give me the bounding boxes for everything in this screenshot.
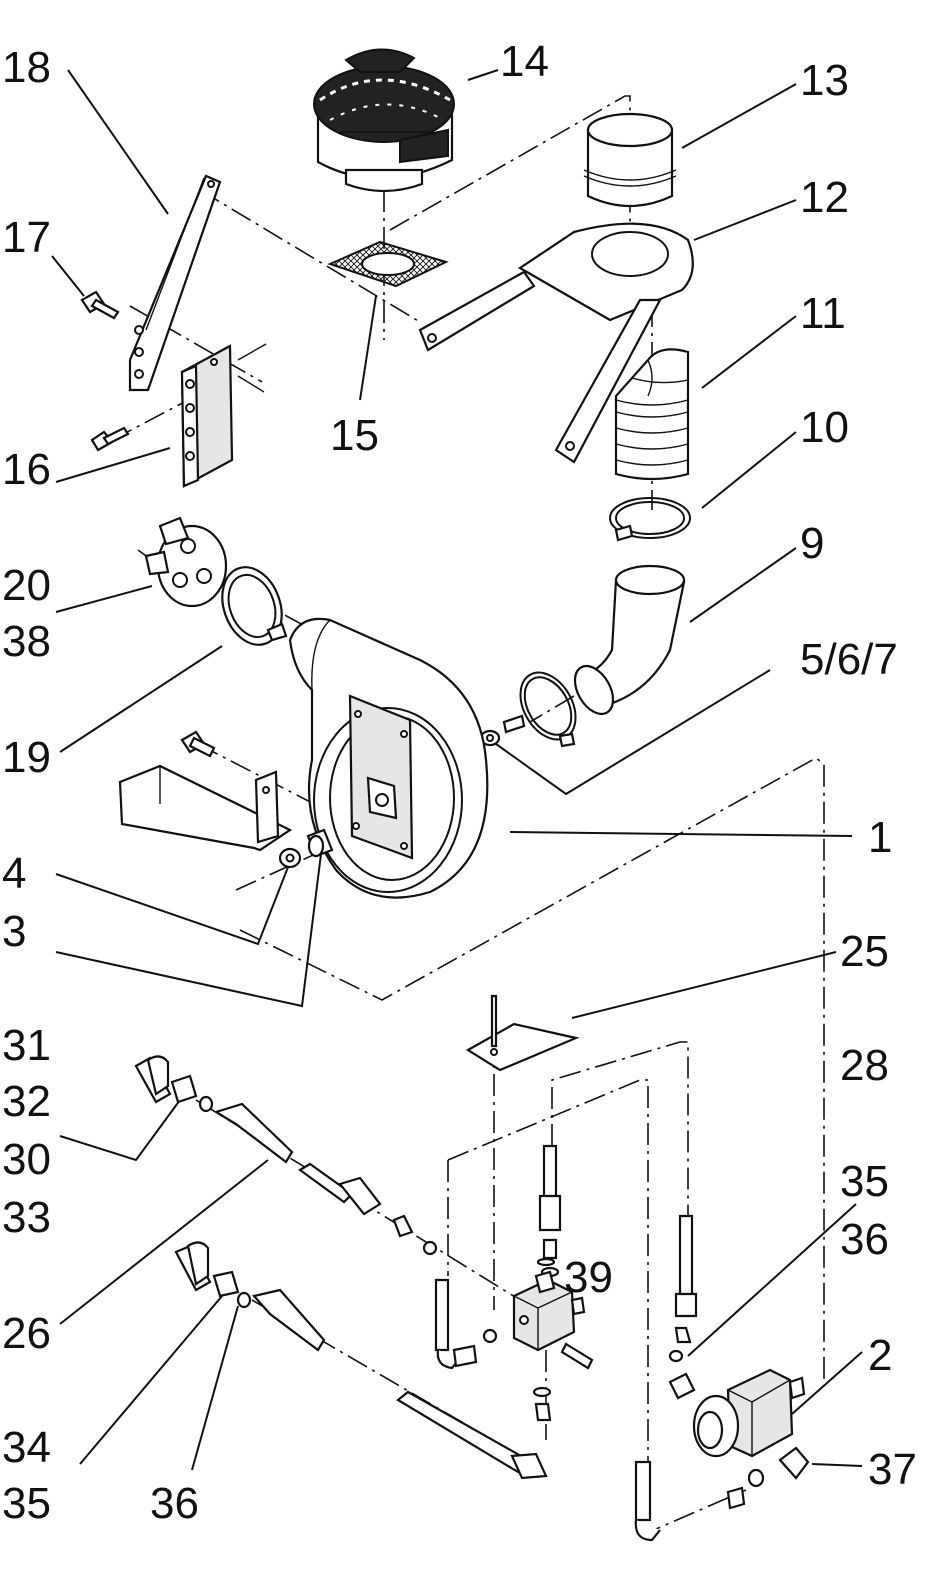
part-20-38-cover-plate — [144, 516, 228, 608]
leader-lines — [51, 69, 863, 1471]
leader-18 — [67, 69, 169, 215]
label-4: 4 — [2, 849, 26, 898]
part-3-bushing — [306, 828, 334, 858]
part-5-6-7-clamp-set — [479, 671, 577, 748]
part-9-elbow — [573, 564, 686, 715]
leader-19 — [59, 645, 223, 753]
label-25: 25 — [840, 927, 889, 976]
label-20: 20 — [2, 561, 51, 610]
label-11: 11 — [800, 289, 846, 338]
label-19: 19 — [2, 733, 51, 782]
part-37-fitting — [726, 1446, 810, 1510]
label-5-6-7: 5/6/7 — [800, 635, 898, 684]
part-19-ring — [221, 566, 288, 646]
label-28: 28 — [840, 1041, 889, 1090]
part-15-gasket — [327, 240, 449, 288]
assembly-line-hose-lower — [551, 1041, 689, 1220]
part-10-ring-clamp — [609, 497, 691, 542]
label-33: 33 — [2, 1193, 51, 1242]
part-4-washer — [278, 847, 302, 869]
part-39-valve-block — [482, 1257, 594, 1422]
leader-17 — [51, 255, 85, 297]
label-16: 16 — [2, 445, 51, 494]
leader-15 — [359, 295, 377, 401]
label-38-top: 38 — [2, 617, 51, 666]
leader-2 — [791, 1351, 863, 1415]
leader-4 — [55, 861, 291, 946]
leader-34-35 — [79, 1295, 223, 1465]
leader-35-36-right — [687, 1203, 857, 1357]
leader-14 — [467, 69, 499, 81]
leader-30 — [59, 1099, 181, 1162]
part-28-hoses — [434, 1144, 698, 1542]
label-26: 26 — [2, 1309, 51, 1358]
label-32: 32 — [2, 1077, 51, 1126]
label-17: 17 — [2, 213, 51, 262]
part-1-blower-housing — [288, 617, 489, 899]
part-34-lower-fitting — [174, 1241, 252, 1309]
part-lower-pipe — [251, 1288, 548, 1480]
part-16-mounting-plate — [90, 343, 267, 488]
leader-37 — [811, 1463, 863, 1467]
label-30: 30 — [2, 1135, 51, 1184]
leader-36-bottom — [191, 1305, 239, 1471]
leader-25 — [571, 951, 837, 1019]
label-14: 14 — [500, 37, 549, 86]
leader-11 — [701, 315, 797, 389]
part-11-corrugated-hose — [614, 348, 690, 481]
part-14-air-filter — [313, 48, 455, 193]
leader-10 — [701, 431, 797, 509]
label-3: 3 — [2, 907, 26, 956]
leader-13 — [681, 83, 797, 149]
assembly-line-shaft — [235, 821, 387, 891]
label-15: 15 — [330, 411, 379, 460]
leader-3 — [55, 845, 323, 1008]
label-36-bottom: 36 — [150, 1479, 199, 1528]
part-26-pipe-upper — [213, 1102, 438, 1256]
part-12-bracket — [418, 222, 694, 464]
part-base-block — [118, 730, 293, 852]
leader-16 — [55, 447, 171, 483]
part-13-cap — [583, 112, 677, 208]
leader-9 — [689, 547, 797, 623]
part-25-bracket — [465, 994, 580, 1072]
label-31: 31 — [2, 1021, 51, 1070]
leader-12 — [693, 199, 797, 241]
label-12: 12 — [800, 173, 849, 222]
label-13: 13 — [800, 56, 849, 105]
assembly-line-pump-link — [239, 757, 825, 1384]
label-36-right: 36 — [840, 1215, 889, 1264]
callout-labels: 18 14 13 12 17 11 15 10 16 9 20 38 5/6/7… — [2, 37, 917, 1528]
leader-20-38 — [55, 585, 153, 613]
leader-1 — [509, 831, 853, 837]
assembly-line-filter-to-bracket — [199, 189, 421, 323]
label-35-bottom: 35 — [2, 1479, 51, 1528]
part-18-support-strap — [128, 174, 222, 392]
part-30-33-banjo-fitting — [134, 1055, 214, 1113]
leader-26 — [59, 1159, 269, 1325]
part-2-hydraulic-pump — [668, 1349, 806, 1458]
assembly-line-housing-bolt — [197, 743, 323, 809]
part-17-bolt — [80, 290, 120, 320]
label-9: 9 — [800, 519, 824, 568]
label-10: 10 — [800, 403, 849, 452]
label-35-right: 35 — [840, 1157, 889, 1206]
label-34: 34 — [2, 1423, 51, 1472]
leader-5-6-7 — [495, 669, 771, 796]
assembly-line-pump-fitting — [639, 1489, 747, 1537]
label-37: 37 — [868, 1445, 917, 1494]
label-2: 2 — [868, 1331, 892, 1380]
label-18: 18 — [2, 43, 51, 92]
label-1: 1 — [868, 813, 892, 862]
assembly-line-hose-upper — [447, 1079, 649, 1520]
